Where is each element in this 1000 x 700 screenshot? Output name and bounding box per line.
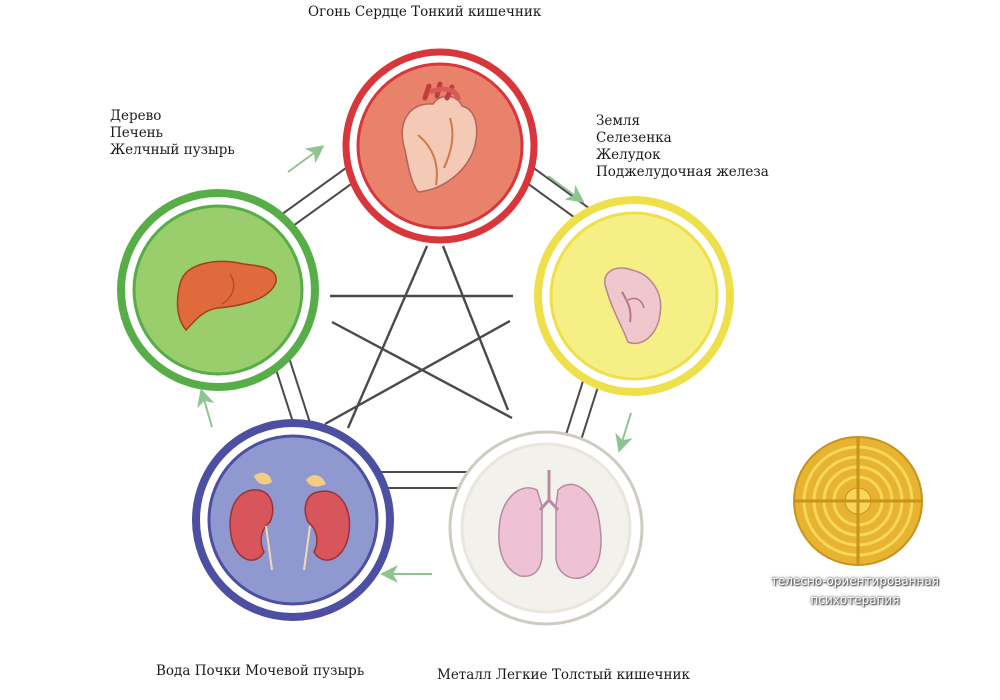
kidneys-icon — [229, 472, 351, 571]
labyrinth-icon — [793, 436, 923, 566]
heart-icon — [401, 81, 478, 193]
element-wood — [117, 189, 319, 391]
arrow-earth-metal — [615, 412, 633, 453]
label-earth-line-1: Земля — [596, 113, 640, 129]
control-star — [324, 245, 513, 429]
label-fire: Огонь Сердце Тонкий кишечник — [308, 4, 541, 21]
spleen-icon — [603, 267, 662, 345]
label-wood: Дерево Печень Желчный пузырь — [110, 108, 235, 159]
label-wood-line-3: Желчный пузырь — [110, 142, 235, 158]
arrow-fire-earth — [547, 175, 585, 203]
label-earth: Земля Селезенка Желудок Поджелудочная же… — [596, 113, 769, 181]
label-earth-line-3: Желудок — [596, 147, 661, 163]
logo-caption: телесно-ориентированная психотерапия — [760, 572, 950, 610]
element-water — [192, 419, 394, 621]
cycle-arrows — [197, 145, 633, 583]
label-fire-line: Огонь Сердце Тонкий кишечник — [308, 4, 542, 20]
arrow-water-wood — [197, 388, 215, 428]
lungs-icon — [498, 470, 602, 579]
logo-caption-line-2: психотерапия — [810, 593, 900, 607]
element-metal — [448, 430, 644, 626]
label-water-line: Вода Почки Мочевой пузырь — [156, 663, 365, 679]
label-earth-line-4: Поджелудочная железа — [596, 164, 769, 180]
label-wood-line-2: Печень — [110, 125, 164, 141]
label-metal: Металл Легкие Толстый кишечник — [437, 667, 690, 684]
label-earth-line-2: Селезенка — [596, 130, 672, 146]
label-water: Вода Почки Мочевой пузырь — [156, 663, 364, 680]
element-earth — [534, 196, 734, 396]
arrow-wood-fire — [287, 145, 325, 173]
label-wood-line-1: Дерево — [110, 108, 162, 124]
logo-caption-line-1: телесно-ориентированная — [771, 574, 939, 588]
element-fire — [342, 48, 538, 244]
label-metal-line: Металл Легкие Толстый кишечник — [437, 667, 690, 683]
liver-icon — [176, 260, 277, 332]
